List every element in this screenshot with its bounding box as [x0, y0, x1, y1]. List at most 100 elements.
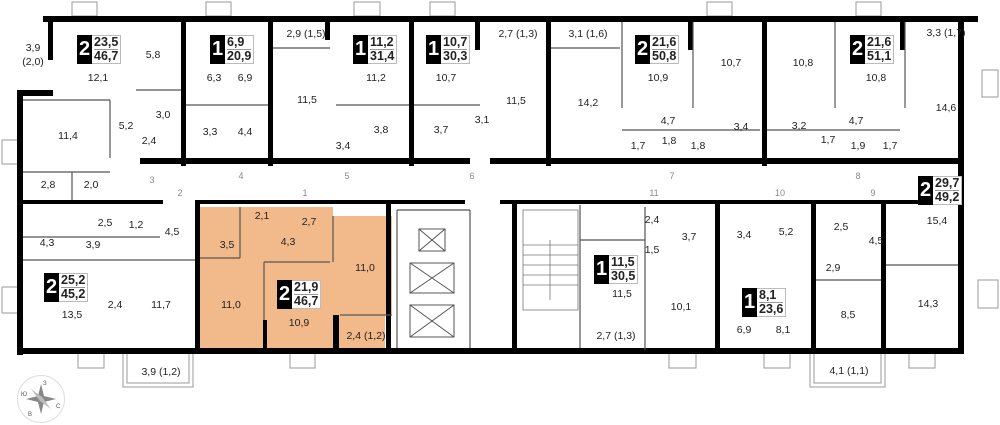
- entrance-door-number: 3: [149, 175, 155, 185]
- compass-south: В: [28, 412, 33, 418]
- compass-icon: З Ю С В: [17, 375, 65, 423]
- compass-east: С: [56, 404, 61, 410]
- room-area-label: 2,7 (1,3): [596, 330, 636, 342]
- room-area-label: (2,0): [22, 56, 44, 68]
- room-area-label: 1,7: [630, 140, 646, 152]
- room-area-label: 3,3: [202, 126, 218, 138]
- room-area-label: 6,9: [736, 324, 752, 336]
- room-area-label: 2,5: [833, 221, 849, 233]
- room-area-label: 2,4: [644, 214, 660, 226]
- room-count: 2: [77, 35, 92, 64]
- room-area-label: 8,5: [840, 309, 856, 321]
- room-area-label: 3,0: [155, 109, 171, 121]
- entrance-door-number: 11: [649, 188, 659, 198]
- room-area-label: 11,0: [221, 299, 241, 311]
- room-area-label: 10,7: [720, 57, 742, 69]
- room-area-label: 15,4: [926, 215, 948, 227]
- room-area-label: 10,8: [792, 57, 814, 69]
- room-count: 2: [918, 176, 933, 205]
- room-area-label: 2,8: [40, 179, 56, 191]
- room-area-label: 3,7: [433, 124, 449, 136]
- room-area-label: 3,1: [474, 114, 490, 126]
- entrance-door-number: 2: [177, 188, 183, 198]
- room-area-label: 3,4: [335, 140, 351, 152]
- room-area-label: 3,1 (1,6): [568, 28, 608, 40]
- room-area-label: 1,5: [644, 244, 660, 256]
- room-area-label: 5,2: [778, 226, 794, 238]
- room-area-label: 4,7: [848, 115, 864, 127]
- room-area-label: 10,9: [288, 317, 310, 329]
- total-area: 45,2: [61, 287, 86, 301]
- total-area: 20,9: [227, 49, 252, 63]
- entrance-door-number: 8: [855, 171, 861, 181]
- room-count: 2: [44, 273, 59, 302]
- living-area: 11,5: [611, 255, 636, 270]
- room-area-label: 2,7 (1,3): [498, 28, 538, 40]
- room-area-label: 2,9 (1,5): [286, 28, 326, 40]
- entrance-door-number: 1: [302, 188, 308, 198]
- room-area-label: 11,2: [366, 72, 386, 84]
- room-area-label: 4,3: [280, 236, 296, 248]
- room-area-label: 11,5: [297, 94, 317, 106]
- room-area-label: 3,9: [25, 42, 41, 54]
- compass-west: Ю: [21, 392, 28, 398]
- room-area-label: 2,4: [141, 135, 157, 147]
- room-area-label: 1,7: [882, 140, 898, 152]
- living-area: 21,9: [294, 280, 319, 295]
- room-area-label: 4,3: [39, 237, 55, 249]
- room-area-label: 11,5: [506, 95, 526, 107]
- total-area: 49,2: [935, 190, 960, 204]
- living-area: 11,2: [370, 35, 395, 50]
- room-area-label: 8,1: [775, 324, 791, 336]
- highlighted-apartment: [198, 207, 392, 348]
- total-area: 31,4: [370, 49, 395, 63]
- total-area: 23,6: [759, 302, 784, 316]
- room-area-label: 14,6: [935, 102, 957, 114]
- room-area-label: 2,4 (1,2): [346, 330, 386, 342]
- room-area-label: 11,4: [58, 130, 78, 142]
- entrance-door-number: 4: [238, 171, 244, 181]
- room-count: 1: [210, 35, 225, 64]
- room-area-label: 1,8: [690, 140, 706, 152]
- room-area-label: 3,8: [373, 124, 389, 136]
- room-area-label: 2,5: [97, 217, 113, 229]
- total-area: 51,1: [867, 49, 892, 63]
- room-area-label: 13,5: [61, 309, 83, 321]
- total-area: 50,8: [652, 49, 677, 63]
- room-area-label: 4,7: [660, 115, 676, 127]
- living-area: 23,5: [94, 35, 119, 50]
- room-area-label: 2,1: [254, 210, 270, 222]
- room-area-label: 1,9: [850, 140, 866, 152]
- room-area-label: 3,9: [85, 239, 101, 251]
- room-count: 2: [850, 35, 865, 64]
- living-area: 10,7: [443, 35, 468, 50]
- living-area: 25,2: [61, 273, 86, 288]
- room-area-label: 6,3: [206, 72, 222, 84]
- room-area-label: 1,2: [128, 219, 144, 231]
- entrance-door-number: 5: [344, 171, 350, 181]
- living-area: 6,9: [227, 36, 252, 50]
- staircase: [522, 209, 579, 311]
- room-area-label: 4,4: [237, 126, 253, 138]
- room-area-label: 12,1: [87, 72, 109, 84]
- room-area-label: 2,4: [107, 299, 123, 311]
- room-area-label: 4,1 (1,1): [829, 365, 869, 377]
- room-area-label: 3,2: [791, 120, 807, 132]
- room-area-label: 11,7: [151, 299, 171, 311]
